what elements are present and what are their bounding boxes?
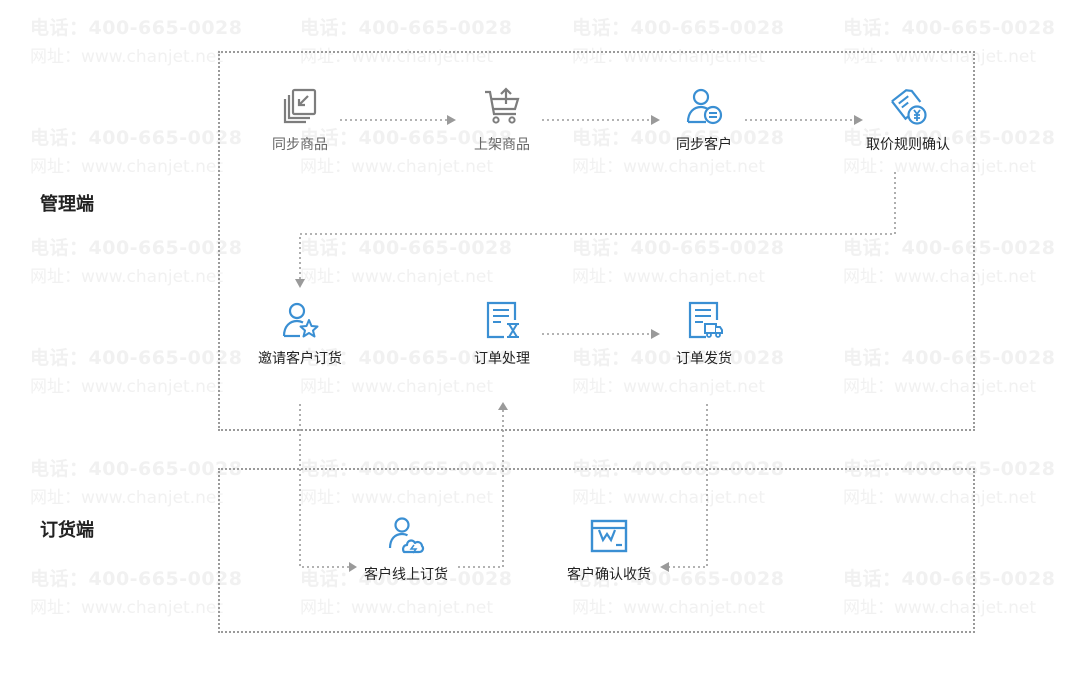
step-invite: 邀请客户订货 — [235, 300, 365, 368]
step-label: 订单处理 — [474, 351, 530, 367]
step-sync-customer: 同步客户 — [639, 86, 769, 154]
connector-price-to-invite — [295, 172, 896, 288]
price-tag-icon — [891, 89, 927, 125]
step-list-goods: 上架商品 — [437, 86, 567, 154]
copy-goods-icon — [283, 88, 317, 124]
customer-sync-icon — [686, 88, 723, 125]
step-online-order: 客户线上订货 — [341, 516, 471, 584]
order-truck-icon — [688, 301, 723, 339]
step-confirm-receipt: 客户确认收货 — [544, 516, 674, 584]
step-label: 取价规则确认 — [866, 137, 950, 153]
connector-process-to-ship — [542, 329, 660, 339]
package-box-icon — [590, 519, 628, 553]
step-label: 上架商品 — [474, 137, 530, 153]
step-label: 客户线上订货 — [364, 567, 448, 583]
connector-list-to-customer — [542, 115, 660, 125]
order-panel — [218, 468, 975, 633]
step-label: 同步客户 — [676, 137, 732, 153]
order-hourglass-icon — [486, 301, 519, 339]
section-label-admin: 管理端 — [40, 194, 94, 215]
step-sync-goods: 同步商品 — [235, 86, 365, 154]
step-order-process: 订单处理 — [437, 300, 567, 368]
step-price-rule: 取价规则确认 — [843, 86, 973, 154]
step-label: 订单发货 — [676, 351, 732, 367]
connector-customer-to-price — [745, 115, 863, 125]
step-ship: 订单发货 — [639, 300, 769, 368]
customer-cloud-icon — [388, 517, 425, 554]
step-label: 邀请客户订货 — [258, 351, 342, 367]
connector-online-order-to-process — [458, 402, 508, 568]
shopping-cart-icon — [485, 87, 520, 124]
connector-invite-to-online-order — [299, 404, 357, 572]
section-label-order: 订货端 — [40, 520, 94, 541]
customer-star-icon — [282, 302, 319, 338]
step-label: 客户确认收货 — [567, 567, 651, 583]
admin-panel — [218, 51, 975, 431]
connector-sync-to-list — [340, 115, 456, 125]
step-label: 同步商品 — [272, 137, 328, 153]
connector-ship-to-receipt — [660, 404, 708, 572]
